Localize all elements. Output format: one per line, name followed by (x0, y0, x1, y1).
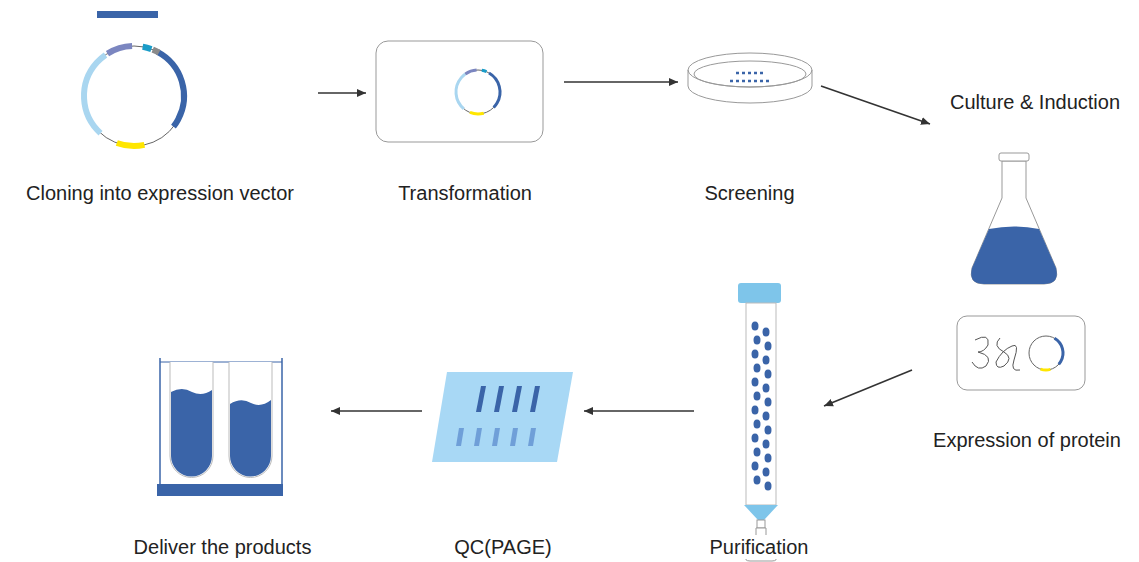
bead (765, 370, 772, 379)
tube-rack-icon (157, 358, 283, 496)
process-step: Cloning into expression vector (8, 8, 312, 205)
step-label: Cloning into expression vector (24, 181, 296, 205)
bead (763, 328, 770, 337)
flow-arrow (331, 410, 422, 412)
step-label: Expression of protein (931, 428, 1123, 452)
step-label: Culture & Induction (948, 90, 1122, 114)
bead (765, 426, 772, 435)
bead (752, 434, 759, 443)
process-step: Purification (700, 280, 818, 559)
gel-icon (432, 372, 573, 462)
bead (763, 440, 770, 449)
bead (754, 476, 761, 485)
bead (754, 364, 761, 373)
bead (752, 378, 759, 387)
bead (765, 398, 772, 407)
bead (752, 462, 759, 471)
process-step: Transformation (372, 38, 558, 205)
petri-dish-icon (688, 53, 812, 103)
flow-arrow (824, 370, 912, 406)
bead (763, 356, 770, 365)
bead (754, 392, 761, 401)
step-label: Screening (702, 181, 796, 205)
flask-icon (971, 153, 1057, 284)
process-step: Deliver the products (120, 355, 325, 559)
bead (754, 420, 761, 429)
step-label: QC(PAGE) (452, 535, 553, 559)
step-label: Transformation (396, 181, 534, 205)
bead (754, 448, 761, 457)
bead (752, 350, 759, 359)
flow-arrow (584, 410, 694, 412)
cell-icon (376, 41, 543, 142)
column-icon (738, 283, 781, 561)
flow-arrow (821, 86, 930, 124)
plasmid-icon (63, 11, 204, 167)
bead (765, 454, 772, 463)
process-step: QC(PAGE) (428, 368, 578, 559)
bead (763, 468, 770, 477)
flow-arrow (318, 92, 366, 94)
expression-icon (957, 316, 1085, 390)
bead (752, 322, 759, 331)
bead (763, 412, 770, 421)
bead (752, 406, 759, 415)
bead (765, 482, 772, 491)
process-step: Expression of protein (918, 312, 1136, 452)
process-step: Screening (684, 35, 815, 205)
step-label: Purification (708, 535, 811, 559)
bead (763, 384, 770, 393)
process-step: Culture & Induction (936, 90, 1134, 290)
flow-arrow (564, 81, 678, 83)
step-label: Deliver the products (132, 535, 314, 559)
bead (765, 342, 772, 351)
bead (754, 336, 761, 345)
